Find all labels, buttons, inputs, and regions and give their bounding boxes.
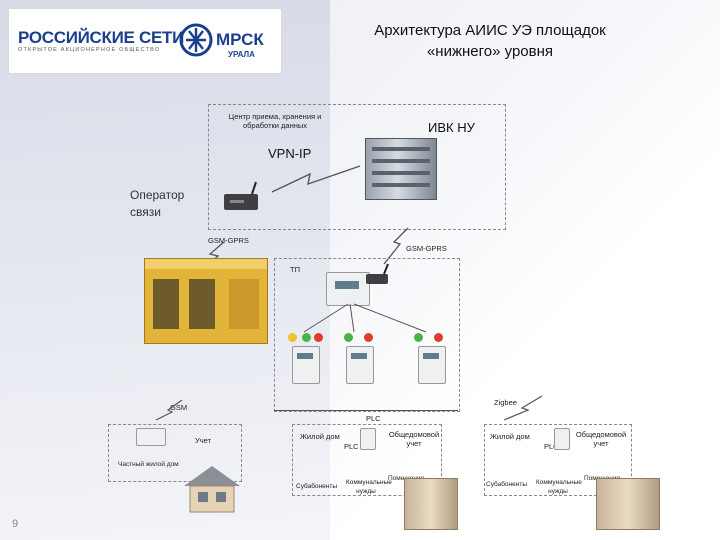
middle-subscribers-label: Субабоненты — [296, 483, 337, 490]
indicator-icon — [364, 333, 373, 342]
logo-mrsk-sub: УРАЛА — [228, 50, 255, 59]
bus-line — [274, 410, 458, 411]
vpn-label: VPN-IP — [268, 146, 312, 161]
indicator-icon — [434, 333, 443, 342]
right-subscribers-label: Субабоненты — [486, 481, 527, 488]
tp-wiring — [303, 303, 427, 333]
indicator-icon — [414, 333, 423, 342]
meter-icon — [326, 272, 370, 306]
lightning-link-icon — [271, 165, 361, 193]
gsm-label: GSM — [170, 403, 188, 412]
lightning-link-icon — [383, 227, 409, 265]
middle-house-label: Жилой дом — [300, 432, 340, 441]
tp-label: ТП — [290, 265, 300, 274]
plc-center-label: PLC — [366, 414, 381, 423]
title-line-2: «нижнего» уровня — [426, 43, 554, 60]
operator-line-2: связи — [130, 205, 161, 219]
tp-box — [274, 258, 460, 412]
indicator-icon — [314, 333, 323, 342]
gsm-gprs-left-label: GSM-GPRS — [208, 236, 249, 245]
gsm-modem-icon — [224, 181, 258, 210]
logo-subtitle: ОТКРЫТОЕ АКЦИОНЕРНОЕ ОБЩЕСТВО — [18, 47, 161, 53]
logo-rosseti: РОССИЙСКИЕ СЕТИ — [18, 28, 184, 47]
logo-mrsk: МРСК — [216, 30, 264, 49]
middle-common-label: Общедомовой учет — [388, 430, 440, 448]
page-number: 9 — [12, 518, 19, 530]
indicator-icon — [344, 333, 353, 342]
meter-icon — [418, 346, 446, 384]
title-line-1: Архитектура АИИС УЭ площадок — [374, 22, 606, 39]
lightning-link-icon — [503, 395, 543, 421]
house-icon — [184, 466, 240, 513]
apartment-building-icon — [596, 478, 660, 530]
meter-icon — [554, 428, 570, 450]
lightning-link-icon — [155, 399, 183, 421]
middle-building-box — [292, 424, 442, 496]
right-house-label: Жилой дом — [490, 432, 530, 441]
ivk-label: ИВК НУ — [428, 120, 475, 135]
middle-plc-label: PLC — [344, 442, 359, 451]
meter-icon — [360, 428, 376, 450]
data-center-label: Центр приема, хранения и обработки данны… — [228, 112, 322, 130]
middle-communal-label: Коммунальные нужды — [346, 479, 392, 495]
gsm-modem-icon — [366, 263, 389, 284]
apartment-building-icon — [404, 478, 458, 530]
data-center-box — [208, 104, 506, 230]
right-common-label: Общедомовой учет — [575, 430, 627, 448]
meter-icon — [292, 346, 320, 384]
private-meter-label: Учет — [195, 436, 212, 445]
meter-icon — [136, 428, 166, 446]
gsm-gprs-right-label: GSM-GPRS — [406, 244, 447, 253]
substation-icon — [144, 258, 268, 344]
logo-box — [8, 8, 282, 74]
right-building-box — [484, 424, 632, 496]
right-plc-label: PLC — [544, 442, 559, 451]
private-house-box — [108, 424, 242, 482]
indicator-icon — [288, 333, 297, 342]
server-rack-icon — [365, 138, 437, 200]
meter-icon — [346, 346, 374, 384]
indicator-icon — [302, 333, 311, 342]
mrsk-emblem-icon — [179, 23, 213, 57]
private-house-label: Частный жилой дом — [118, 461, 179, 468]
zigbee-label: Zigbee — [494, 398, 517, 407]
slide-title: Архитектура АИИС УЭ площадок «нижнего» у… — [340, 20, 640, 62]
right-communal-label: Коммунальные нужды — [536, 479, 582, 495]
operator-line-1: Оператор — [130, 188, 185, 202]
operator-label: Оператор связи — [130, 187, 184, 221]
